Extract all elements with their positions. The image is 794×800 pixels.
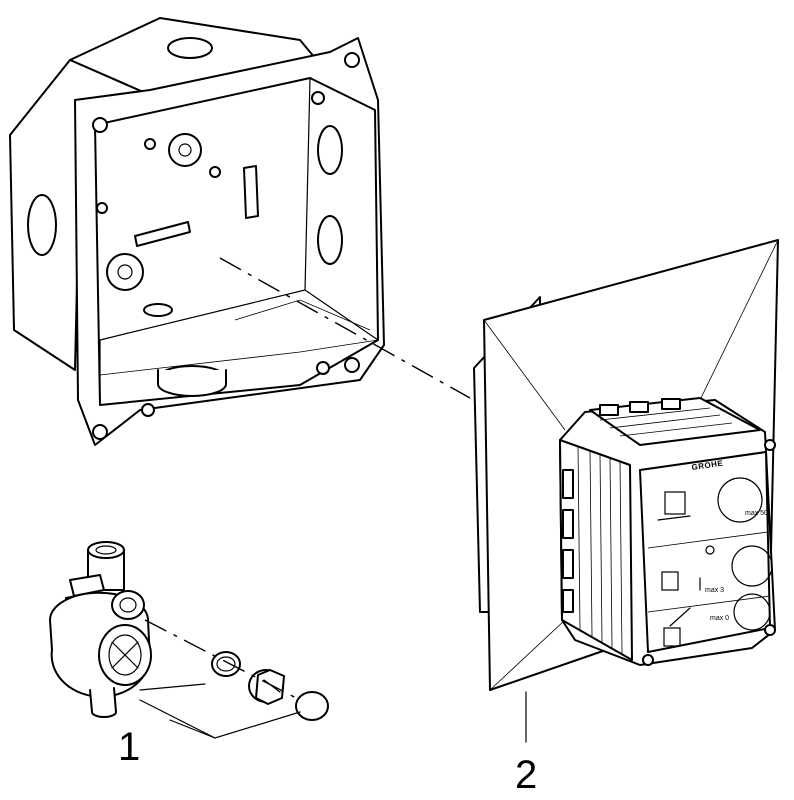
knockout-top <box>167 37 213 59</box>
note-max0: max 0 <box>710 615 729 622</box>
slot-hole <box>143 303 173 317</box>
instruction-label <box>639 451 771 653</box>
note-max3: max 3 <box>705 587 724 594</box>
o-ring <box>211 651 241 677</box>
bracket-horizontal <box>134 221 191 247</box>
washer <box>295 691 329 721</box>
cover-plate-assembly: GROHE max 50 max 3 max 0 <box>473 239 779 691</box>
back-fitting-upper <box>168 133 202 167</box>
screw-hole-tr <box>344 52 360 68</box>
screw-hole-br <box>344 357 360 373</box>
leader-line-1b <box>139 699 301 739</box>
control-unit: GROHE max 50 max 3 max 0 <box>559 397 776 666</box>
callout-2: 2 <box>515 753 537 797</box>
valve-body-assembly <box>49 541 329 721</box>
leader-line-1c <box>169 719 216 739</box>
back-fitting-lower <box>106 253 144 291</box>
assembly-axis-valve <box>144 619 301 701</box>
knockout-right-lower <box>317 215 343 265</box>
callout-1: 1 <box>118 725 140 769</box>
bracket-vertical <box>243 165 259 219</box>
flush-mounting-box <box>9 17 385 446</box>
leader-line-1a <box>139 683 206 691</box>
screw-hole-bl <box>92 424 108 440</box>
knockout-right-upper <box>317 125 343 175</box>
plug-screw <box>248 669 285 705</box>
screw-hole-tl <box>92 117 108 133</box>
assembly-axis-box <box>219 257 471 399</box>
brand-logo: GROHE <box>691 459 724 472</box>
knockout-left <box>27 194 57 256</box>
note-max50: max 50 <box>745 510 768 517</box>
